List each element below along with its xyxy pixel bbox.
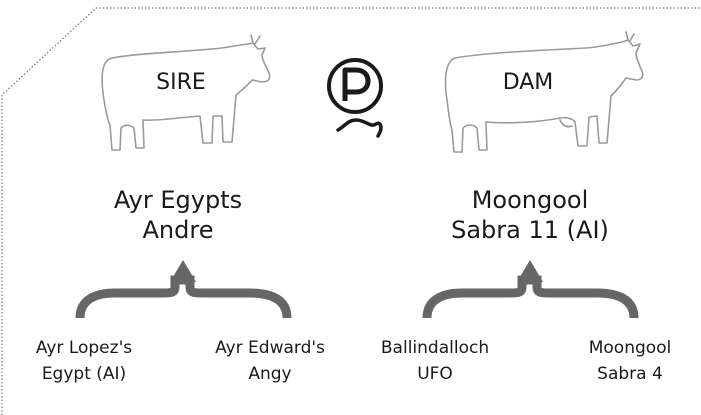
dam-dam-name: Moongool Sabra 4 [589,335,672,387]
sire-name-line2: Andre [142,216,214,244]
sire-dam-line1: Ayr Edward's [215,338,325,358]
sire-dam-line2: Angy [248,364,292,384]
sire-sire-line1: Ayr Lopez's [35,338,133,358]
dam-arrow-icon [517,260,543,282]
sire-sire-line2: Egypt (AI) [41,364,127,384]
dam-name: Moongool Sabra 11 (AI) [451,185,609,245]
logo-icon [327,58,383,138]
sire-cow-icon [101,34,271,151]
dam-bracket [422,260,639,319]
dam-sire-line2: UFO [417,364,453,384]
sire-name-line1: Ayr Egypts [113,186,243,214]
dam-sire-name: Ballindalloch UFO [381,335,489,387]
sire-dam-name: Ayr Edward's Angy [215,335,325,387]
dam-dam-line2: Sabra 4 [597,364,663,384]
sire-name: Ayr Egypts Andre [114,185,242,245]
dam-cow-icon [444,31,644,153]
sire-sire-name: Ayr Lopez's Egypt (AI) [36,335,132,387]
dam-dam-line1: Moongool [588,338,672,358]
sire-role-label: SIRE [156,70,206,95]
dam-name-line1: Moongool [471,186,589,214]
dam-name-line2: Sabra 11 (AI) [451,216,609,244]
sire-bracket [75,260,292,319]
dam-role-label: DAM [502,70,554,95]
sire-arrow-icon [170,260,196,282]
dam-sire-line1: Ballindalloch [380,338,490,358]
